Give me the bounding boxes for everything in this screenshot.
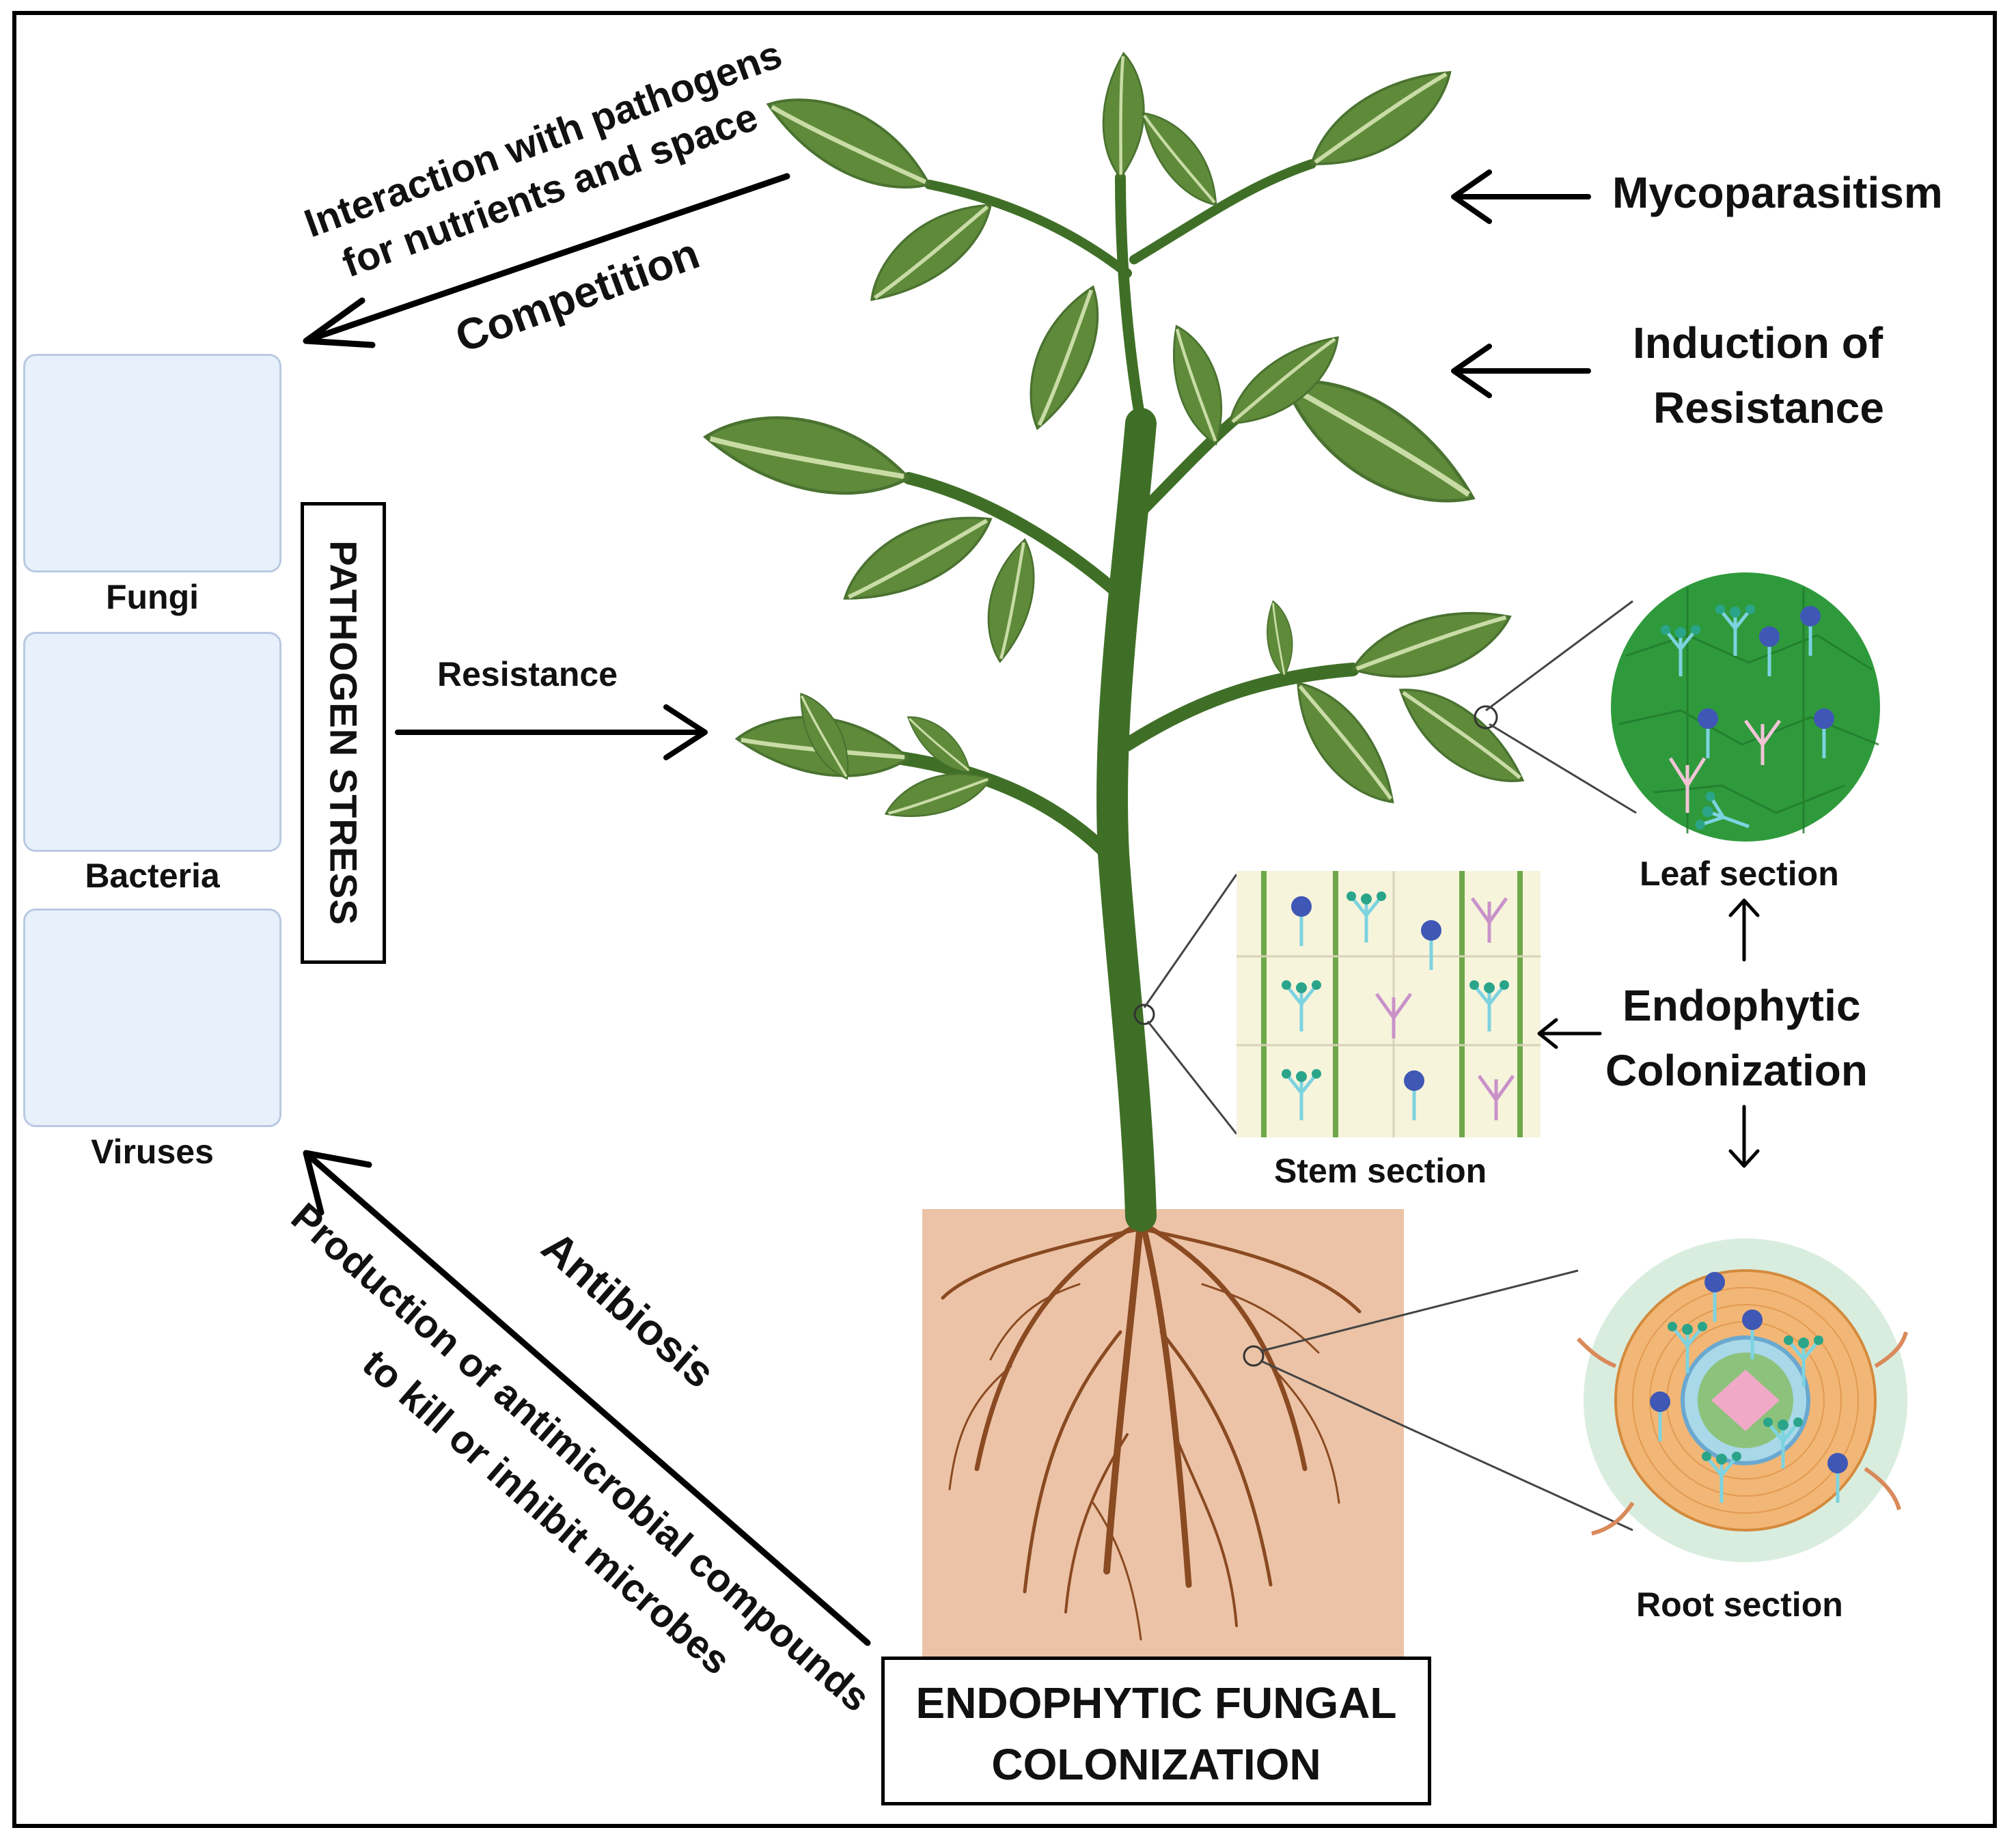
colonization-label-line2: Colonization bbox=[1605, 1046, 1868, 1095]
pathogen-stress-label: PATHOGEN STRESS bbox=[322, 540, 365, 926]
antibiosis-arrow bbox=[304, 1151, 871, 1646]
mycoparasitism-label: Mycoparasitism bbox=[1612, 168, 1943, 217]
stem-section-image bbox=[1237, 871, 1541, 1137]
zoom-lines bbox=[1143, 600, 1637, 1532]
viruses-label: Viruses bbox=[91, 1133, 214, 1171]
leaf-section-image bbox=[1611, 572, 1880, 845]
plant-stem bbox=[895, 159, 1359, 1232]
figure-frame bbox=[12, 11, 1997, 1828]
bacteria-label: Bacteria bbox=[85, 857, 220, 895]
colonization-label-line1: Endophytic bbox=[1623, 981, 1861, 1030]
stem-section-label: Stem section bbox=[1274, 1152, 1487, 1190]
root-system bbox=[941, 1212, 1362, 1641]
leaf-zoom-marker bbox=[1474, 705, 1498, 730]
pathogen-stress-box: PATHOGEN STRESS bbox=[301, 502, 386, 964]
arrows bbox=[303, 169, 1760, 1646]
induction-label-line1: Induction of bbox=[1633, 318, 1883, 368]
title-line1: ENDOPHYTIC FUNGAL bbox=[915, 1678, 1397, 1728]
resistance-label: Resistance bbox=[437, 655, 618, 693]
viruses-panel bbox=[23, 909, 281, 1127]
stem-zoom-marker bbox=[1133, 1003, 1155, 1025]
bacteria-panel bbox=[23, 632, 281, 852]
competition-arrow bbox=[304, 173, 790, 344]
root-section-label: Root section bbox=[1636, 1585, 1843, 1624]
fungi-panel bbox=[23, 354, 281, 572]
soil-block bbox=[922, 1209, 1404, 1657]
title-line2: COLONIZATION bbox=[991, 1740, 1321, 1789]
leaf-section-label: Leaf section bbox=[1640, 855, 1839, 893]
fungi-label: Fungi bbox=[105, 578, 199, 616]
induction-label-line2: Resistance bbox=[1653, 383, 1884, 432]
root-section-image bbox=[1576, 1238, 1908, 1562]
endophytic-fungal-colonization-box: ENDOPHYTIC FUNGAL COLONIZATION bbox=[881, 1657, 1431, 1805]
root-zoom-marker bbox=[1243, 1345, 1265, 1367]
